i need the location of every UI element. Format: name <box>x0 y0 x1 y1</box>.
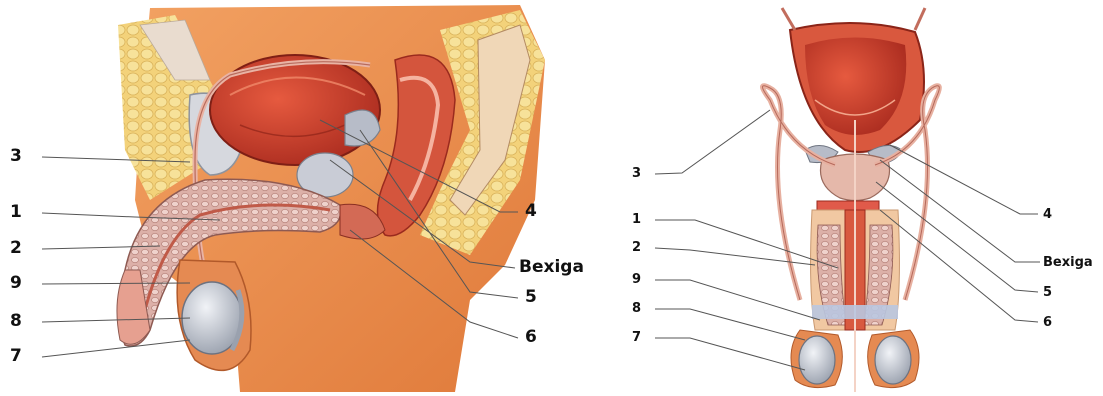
leader-7-right <box>655 338 805 370</box>
leader-7-left <box>42 340 190 357</box>
label-3-left: 3 <box>10 148 22 165</box>
label-9-right: 9 <box>632 273 641 286</box>
label-1-left: 1 <box>10 204 22 221</box>
label-4-left: 4 <box>525 203 537 220</box>
label-bexiga-left: Bexiga <box>519 259 584 276</box>
label-1-right: 1 <box>632 213 641 226</box>
leader-4-right <box>890 145 1038 214</box>
leader-5-right <box>876 182 1038 292</box>
leader-8-right <box>655 309 805 340</box>
label-2-right: 2 <box>632 241 641 254</box>
label-8-left: 8 <box>10 313 22 330</box>
leader-6-right <box>880 210 1038 322</box>
leader-8-left <box>42 318 190 322</box>
label-5-right: 5 <box>1043 286 1052 299</box>
label-6-left: 6 <box>525 329 537 346</box>
label-3-right: 3 <box>632 167 641 180</box>
label-5-left: 5 <box>525 289 537 306</box>
leader-3-right <box>655 110 770 174</box>
right-frontal-illustration <box>763 8 940 392</box>
label-6-right: 6 <box>1043 316 1052 329</box>
left-sagittal-illustration <box>117 5 545 392</box>
label-9-left: 9 <box>10 275 22 292</box>
label-4-right: 4 <box>1043 208 1052 221</box>
label-2-left: 2 <box>10 240 22 257</box>
label-bexiga-right: Bexiga <box>1043 256 1093 269</box>
label-7-left: 7 <box>10 348 22 365</box>
label-8-right: 8 <box>632 302 641 315</box>
label-7-right: 7 <box>632 331 641 344</box>
